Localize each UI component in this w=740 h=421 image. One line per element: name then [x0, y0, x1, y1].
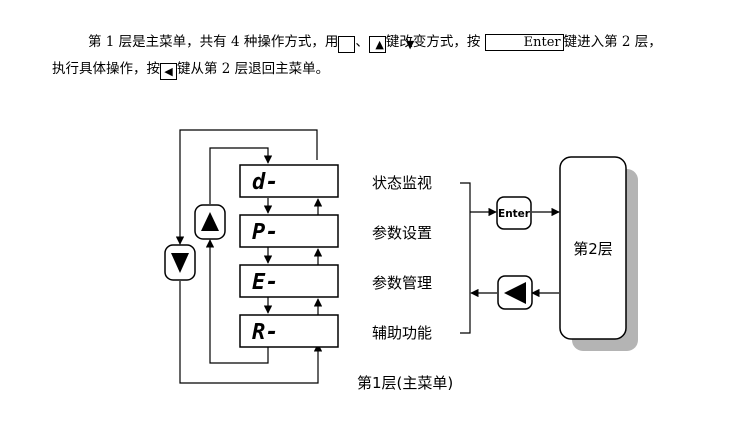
- para1-separator: 、: [355, 34, 369, 50]
- up-key-icon: ▲: [338, 36, 384, 53]
- paragraph-2: 执行具体操作，按◀键从第 2 层退回主菜单。: [52, 60, 329, 80]
- para1-text-c: 键进入第 2 层，: [563, 34, 662, 50]
- para1-text-a: 第 1 层是主菜单，共有 4 种操作方式，用: [88, 34, 339, 50]
- layer2-box: [559, 156, 638, 351]
- menu-item-param-set: 参数设置: [372, 224, 432, 242]
- menu-item-status: 状态监视: [372, 174, 432, 192]
- enter-key-label: Enter: [498, 208, 531, 220]
- down-arrow-key-icon: [164, 244, 196, 281]
- back-key-icon: ◀: [160, 63, 177, 80]
- display-code-p: P-: [252, 220, 279, 245]
- up-arrow-key-icon: [194, 204, 226, 240]
- loop-lines: [175, 129, 560, 384]
- para1-text-b: 键改变方式，按: [385, 34, 481, 50]
- para2-text-a: 执行具体操作，按: [52, 61, 160, 77]
- para2-text-b: 键从第 2 层退回主菜单。: [177, 61, 330, 77]
- enter-key-inline: Enter: [484, 34, 564, 51]
- menu-item-aux: 辅助功能: [372, 324, 432, 342]
- display-code-e: E-: [252, 270, 279, 295]
- down-key-icon: ▼: [368, 36, 414, 53]
- menu-item-param-manage: 参数管理: [372, 274, 432, 292]
- display-code-r: R-: [252, 320, 279, 345]
- enter-key-icon: [496, 196, 532, 230]
- layer2-label: 第2层: [573, 240, 613, 258]
- diagram-caption: 第1层(主菜单): [357, 374, 453, 392]
- display-code-d: d-: [252, 170, 279, 195]
- back-arrow-key-icon: [497, 275, 533, 310]
- display-boxes: [239, 164, 339, 348]
